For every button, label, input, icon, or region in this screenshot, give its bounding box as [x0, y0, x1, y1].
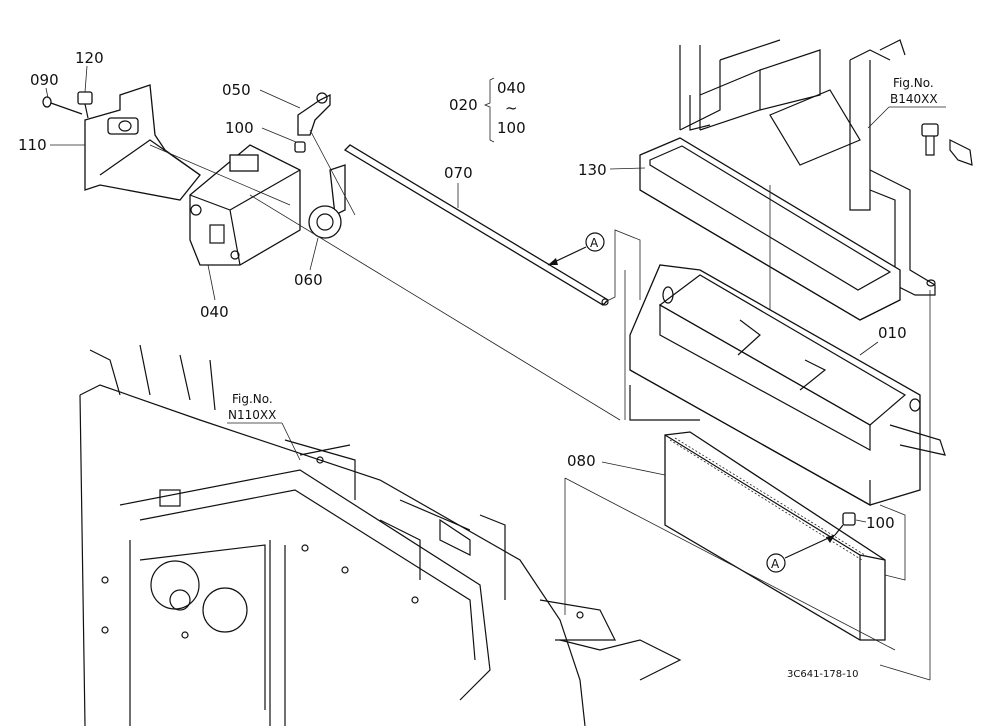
svg-text:020: 020 — [449, 96, 478, 114]
svg-text:120: 120 — [75, 49, 104, 67]
assembly-lines — [149, 129, 931, 681]
lever-050 — [297, 92, 331, 136]
svg-text:080: 080 — [567, 452, 596, 470]
rod-070 — [343, 144, 610, 306]
frame-bracket-upper-right — [679, 39, 936, 296]
frame-lower-left — [79, 344, 682, 726]
svg-text:A: A — [590, 236, 599, 250]
svg-text:040: 040 — [497, 79, 526, 97]
screw-090 — [42, 96, 83, 115]
svg-text:130: 130 — [578, 161, 607, 179]
svg-text:A: A — [771, 557, 780, 571]
callout-040: 040 — [200, 264, 229, 321]
callout-050: 050 — [222, 81, 301, 109]
svg-text:100: 100 — [497, 119, 526, 137]
svg-text:070: 070 — [444, 164, 473, 182]
svg-text:060: 060 — [294, 271, 323, 289]
screw-icon — [834, 512, 856, 536]
filter-080 — [664, 431, 886, 641]
screw-100-upper — [294, 141, 306, 153]
svg-text:~: ~ — [505, 99, 518, 117]
housing-010 — [629, 264, 946, 507]
figure-ref-n110xx: Fig.No. N110XX — [227, 392, 301, 461]
range-group-020: 020 040 ~ 100 — [449, 77, 526, 143]
callout-100-upper: 100 — [225, 119, 297, 143]
callout-070: 070 — [444, 164, 473, 208]
svg-text:Fig.No.: Fig.No. — [893, 76, 934, 90]
motor-actuator-040 — [189, 144, 301, 266]
callout-080: 080 — [567, 452, 666, 476]
bolt-icon — [921, 123, 973, 166]
svg-text:090: 090 — [30, 71, 59, 89]
svg-text:010: 010 — [878, 324, 907, 342]
callout-130: 130 — [578, 161, 646, 179]
callout-010: 010 — [859, 324, 907, 356]
svg-text:Fig.No.: Fig.No. — [232, 392, 273, 406]
callout-110: 110 — [18, 136, 85, 154]
screw-120 — [77, 91, 93, 119]
bracket-110 — [84, 84, 201, 201]
svg-text:B140XX: B140XX — [890, 92, 938, 106]
callout-100-lower: 100 — [855, 514, 895, 532]
callout-060: 060 — [294, 237, 323, 289]
svg-text:N110XX: N110XX — [228, 408, 276, 422]
arm-060 — [308, 164, 346, 239]
callout-120: 120 — [75, 49, 104, 93]
svg-text:050: 050 — [222, 81, 251, 99]
figure-ref-b140xx: Fig.No. B140XX — [867, 76, 946, 129]
svg-text:040: 040 — [200, 303, 229, 321]
ref-mark-a-lower: A — [766, 534, 836, 573]
svg-text:100: 100 — [225, 119, 254, 137]
svg-text:100: 100 — [866, 514, 895, 532]
callout-090: 090 — [30, 71, 59, 99]
ref-mark-a-upper: A — [547, 232, 605, 266]
diagram-id: 3C641-178-10 — [787, 669, 858, 680]
svg-text:110: 110 — [18, 136, 47, 154]
